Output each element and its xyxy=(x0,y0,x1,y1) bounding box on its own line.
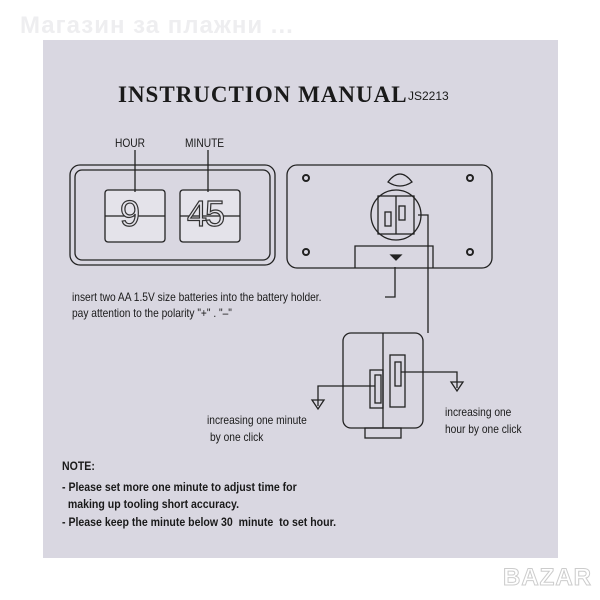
clock-front-inner xyxy=(74,169,271,261)
store-watermark: Магазин за плажни ... xyxy=(20,12,294,39)
note-line: - Please keep the minute below 30 minute… xyxy=(62,515,337,529)
minute-knob-text: increasing one minute xyxy=(207,413,307,427)
hour-knob-text: hour by one click xyxy=(445,422,522,436)
hanger-icon xyxy=(387,173,413,187)
clock-back-outline xyxy=(286,164,493,269)
hour-label: HOUR xyxy=(115,136,146,150)
minute-knob-text: by one click xyxy=(210,430,264,444)
minute-digits: 45 xyxy=(186,192,225,234)
note-line: making up tooling short accuracy. xyxy=(62,497,240,511)
manual-title: INSTRUCTION MANUAL xyxy=(118,82,408,107)
polarity-instruction: pay attention to the polarity "+" . "–" xyxy=(72,306,232,320)
hour-digit: 9 xyxy=(119,192,141,234)
bazar-logo: BAZAR xyxy=(503,564,592,592)
clock-front-outline xyxy=(69,164,276,266)
battery-cover xyxy=(354,245,434,268)
battery-instruction: insert two AA 1.5V size batteries into t… xyxy=(72,290,322,304)
note-line: - Please set more one minute to adjust t… xyxy=(62,480,297,494)
note-heading: NOTE: xyxy=(62,459,95,473)
hour-knob-text: increasing one xyxy=(445,405,512,419)
arrow-down-icon xyxy=(310,399,326,411)
model-number: JS2213 xyxy=(408,89,449,103)
manual-page xyxy=(43,40,558,558)
arrow-down-icon xyxy=(449,381,465,393)
minute-label: MINUTE xyxy=(185,136,225,150)
